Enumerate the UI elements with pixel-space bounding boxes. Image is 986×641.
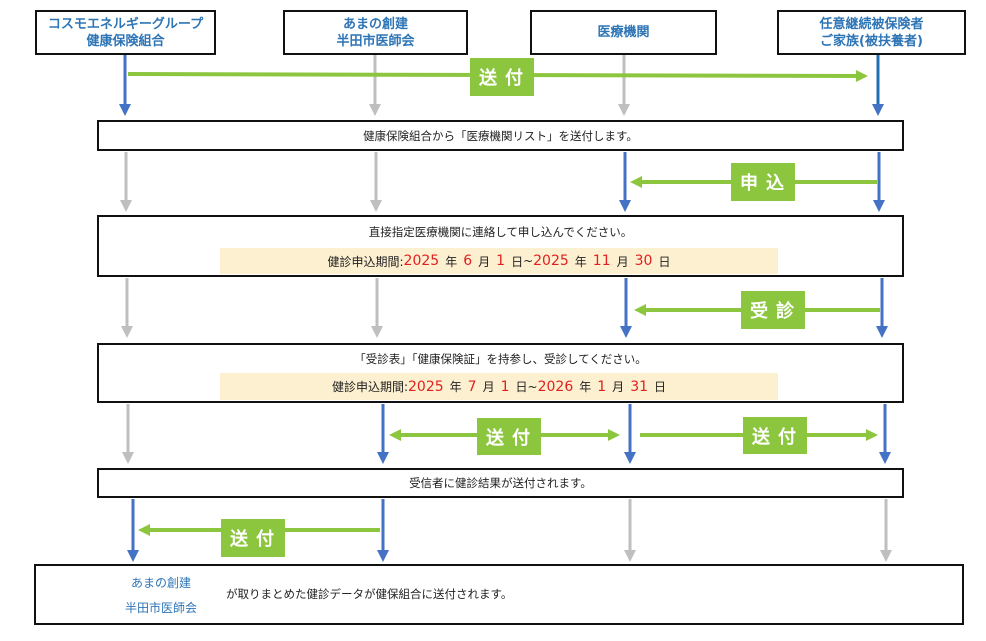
- unit: 年: [574, 254, 587, 269]
- year: 2025: [533, 253, 569, 269]
- unit: 月: [482, 380, 495, 394]
- exam-label: 受診: [741, 291, 805, 329]
- actor-line: 健康保険組合: [86, 33, 165, 49]
- year: 2025: [403, 253, 440, 269]
- unit: 日: [654, 380, 667, 394]
- year: 2026: [537, 378, 574, 395]
- month: 6: [463, 253, 473, 269]
- actor-medical-institution: 医療機関: [530, 10, 717, 55]
- step-5-org: あまの創建半田市医師会: [96, 571, 226, 621]
- org-line: 半田市医師会: [124, 601, 197, 615]
- step-5: あまの創建半田市医師会 が取りまとめた健診データが健保組合に送付されます。: [34, 564, 964, 625]
- unit: 日: [658, 254, 671, 269]
- actor-line: 任意継続被保険者: [819, 16, 924, 32]
- unit: 日: [515, 380, 528, 394]
- actor-medical-association: あまの創建半田市医師会: [283, 10, 468, 55]
- send-label: 送付: [221, 519, 285, 557]
- actor-health-insurance: コスモエネルギーグループ健康保険組合: [35, 10, 216, 55]
- step-4: 受信者に健診結果が送付されます。: [97, 468, 904, 498]
- unit: ~: [523, 254, 534, 268]
- actor-line: 半田市医師会: [336, 33, 415, 49]
- step-text: 受信者に健診結果が送付されます。: [409, 476, 592, 490]
- actor-line: コスモエネルギーグループ: [47, 16, 204, 32]
- send-label: 送付: [477, 418, 541, 455]
- unit: 日: [511, 254, 524, 269]
- day: 1: [496, 253, 506, 269]
- unit: 月: [612, 380, 625, 394]
- unit: 年: [579, 380, 592, 394]
- org-line: あまの創建: [130, 576, 191, 590]
- unit: 月: [616, 254, 629, 269]
- unit: 年: [449, 380, 462, 394]
- step-1: 健康保険組合から「医療機関リスト」を送付します。: [97, 120, 904, 151]
- day: 31: [630, 378, 649, 395]
- month: 1: [597, 378, 607, 395]
- send-label: 送付: [470, 58, 534, 96]
- unit: ~: [527, 379, 538, 394]
- month: 7: [467, 378, 477, 395]
- step-text: 健康保険組合から「医療機関リスト」を送付します。: [363, 128, 638, 143]
- unit: 年: [445, 254, 458, 269]
- month: 11: [592, 253, 611, 269]
- period-label: 健診申込期間:: [327, 254, 404, 269]
- day: 1: [500, 378, 510, 395]
- day: 30: [634, 253, 653, 269]
- step-text: が取りまとめた健診データが健保組合に送付されます。: [226, 587, 513, 601]
- actor-line: 医療機関: [597, 25, 650, 40]
- unit: 月: [478, 254, 491, 269]
- step-text: 「受診表」「健康保険証」を持参し、受診してください。: [354, 352, 647, 366]
- step-text: 直接指定医療機関に連絡して申し込んでください。: [368, 225, 633, 239]
- period-label: 健診申込期間:: [331, 380, 408, 394]
- actor-line: あまの創建: [342, 16, 408, 32]
- actor-line: ご家族(被扶養者): [820, 33, 923, 49]
- actor-insured: 任意継続被保険者ご家族(被扶養者): [777, 10, 966, 55]
- send-label: 送付: [743, 417, 807, 454]
- apply-label: 申込: [731, 163, 795, 201]
- year: 2025: [408, 378, 444, 395]
